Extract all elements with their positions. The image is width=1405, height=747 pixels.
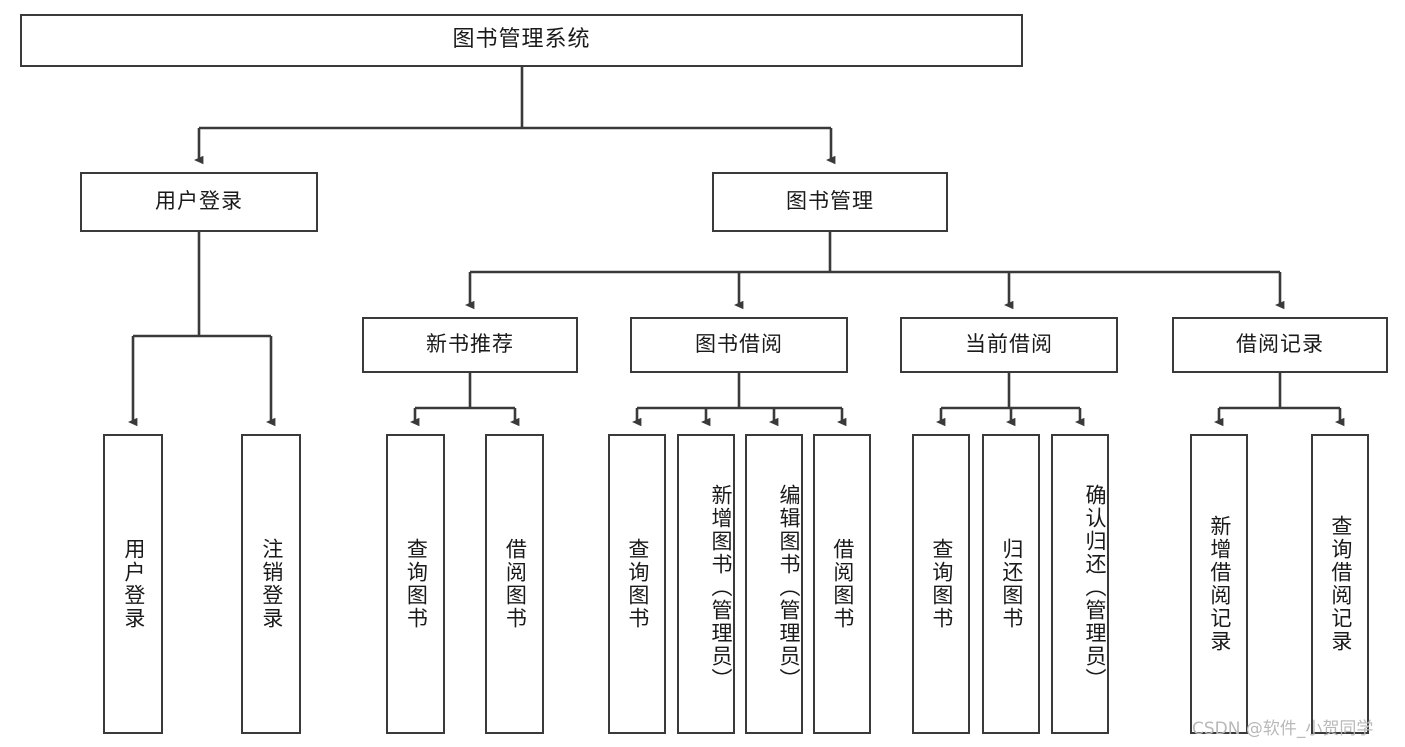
node-book-borrowing[interactable]: 图书借阅 <box>630 317 848 373</box>
leaf-node-edit-book-admin[interactable]: 编辑图书（管理员） <box>745 434 803 734</box>
leaf-node-user-login[interactable]: 用户登录 <box>103 434 163 734</box>
leaf-node-add-borrow-record[interactable]: 新增借阅记录 <box>1190 434 1248 734</box>
leaf-node-query-book-borrow[interactable]: 查询图书 <box>608 434 666 734</box>
leaf-node-borrow-book[interactable]: 借阅图书 <box>813 434 871 734</box>
leaf-node-logout[interactable]: 注销登录 <box>241 434 301 734</box>
node-user-login[interactable]: 用户登录 <box>80 172 318 232</box>
csdn-watermark: CSDN @软件_小贺同学 <box>1192 719 1374 739</box>
node-current-borrowing[interactable]: 当前借阅 <box>900 317 1118 373</box>
leaf-node-query-book-recommend[interactable]: 查询图书 <box>386 434 445 734</box>
node-book-management[interactable]: 图书管理 <box>712 172 948 232</box>
node-root-book-management-system[interactable]: 图书管理系统 <box>20 14 1023 67</box>
node-new-book-recommendation[interactable]: 新书推荐 <box>362 317 578 373</box>
leaf-node-query-borrow-record[interactable]: 查询借阅记录 <box>1311 434 1369 734</box>
leaf-node-return-book[interactable]: 归还图书 <box>982 434 1040 734</box>
leaf-node-borrow-book-recommend[interactable]: 借阅图书 <box>485 434 544 734</box>
leaf-node-query-book-current[interactable]: 查询图书 <box>912 434 970 734</box>
leaf-node-confirm-return-admin[interactable]: 确认归还（管理员） <box>1051 434 1109 734</box>
node-borrowing-record[interactable]: 借阅记录 <box>1172 317 1388 373</box>
leaf-node-add-book-admin[interactable]: 新增图书（管理员） <box>677 434 735 734</box>
